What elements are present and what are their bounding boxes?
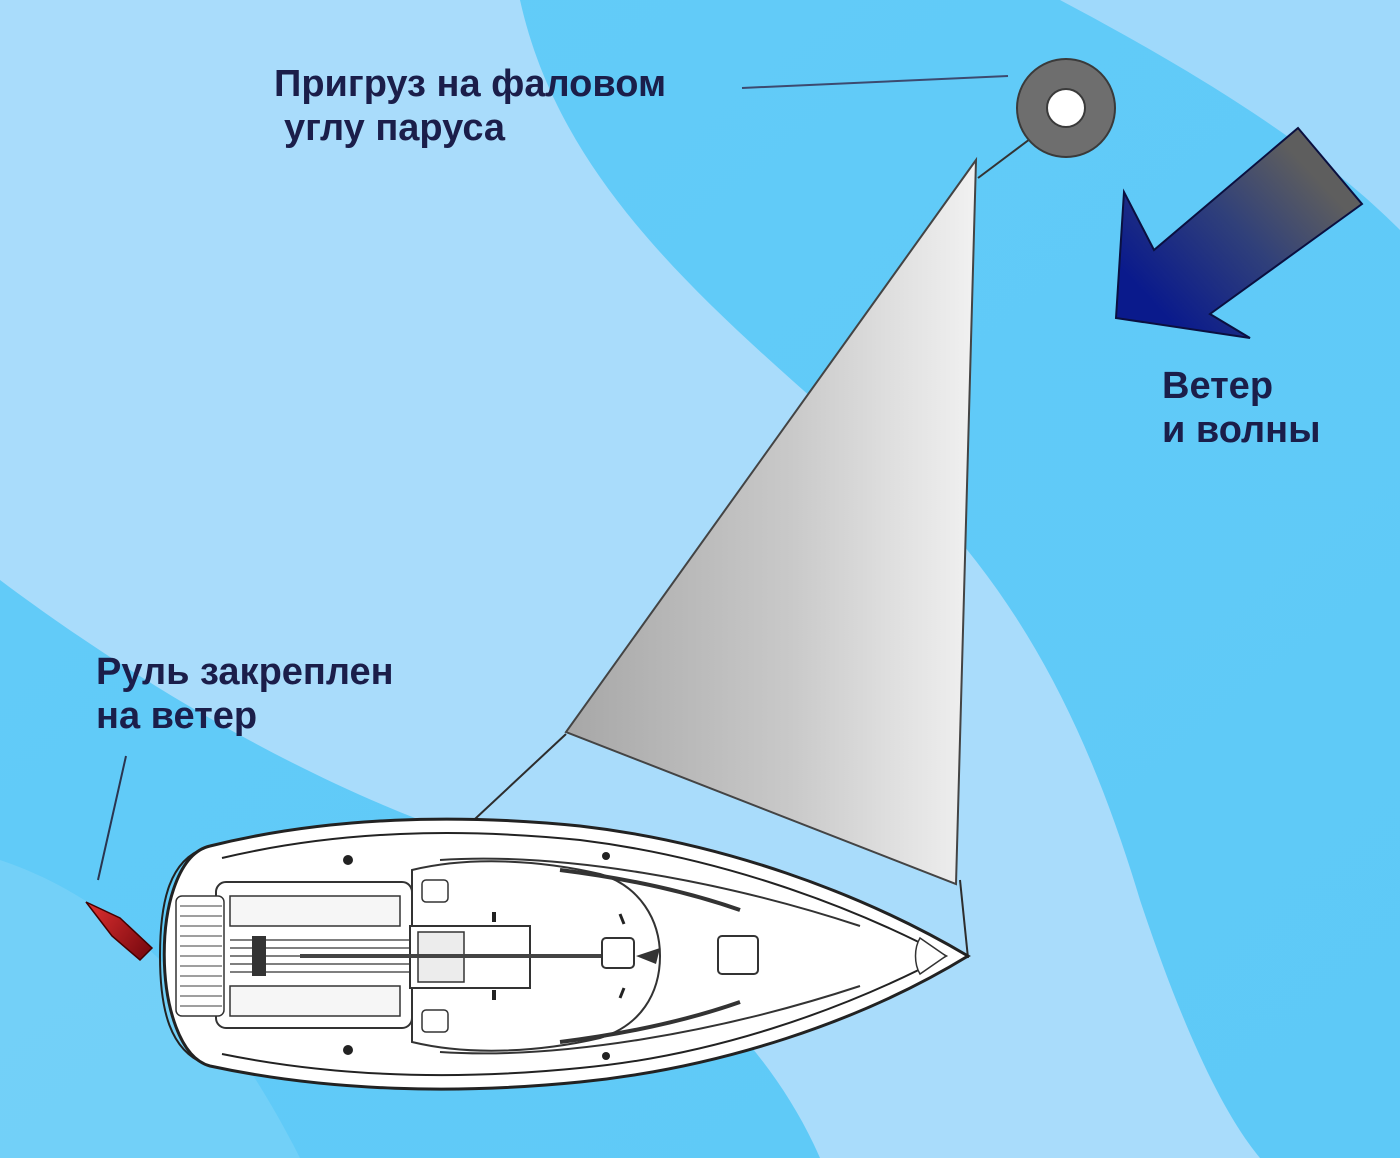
water-light-band-top-right — [1060, 0, 1400, 230]
weight-label: Пригруз на фаловом углу паруса — [274, 62, 666, 150]
water-light-band-bottom-left — [0, 860, 300, 1158]
arrow-icon — [1114, 126, 1364, 339]
weight-label-line2: углу паруса — [284, 107, 506, 149]
sail — [564, 156, 978, 886]
rudder — [85, 901, 154, 962]
wind-label: Ветер и волны — [1162, 364, 1321, 452]
weight-label-line1: Пригруз на фаловом — [274, 63, 667, 105]
wind-label-line2: и волны — [1162, 409, 1321, 451]
rudder-label-line2: на ветер — [96, 695, 258, 737]
forestay-line — [959, 879, 969, 959]
sailboat-top-view-icon — [158, 817, 971, 1091]
weight-leader-line — [741, 75, 1009, 89]
rudder-label: Руль закреплен на ветер — [96, 650, 394, 738]
rudder-leader-line — [97, 755, 127, 881]
wind-label-line1: Ветер — [1162, 365, 1274, 407]
ring-weight-icon — [1016, 58, 1116, 158]
rudder-label-line1: Руль закреплен — [96, 651, 394, 693]
